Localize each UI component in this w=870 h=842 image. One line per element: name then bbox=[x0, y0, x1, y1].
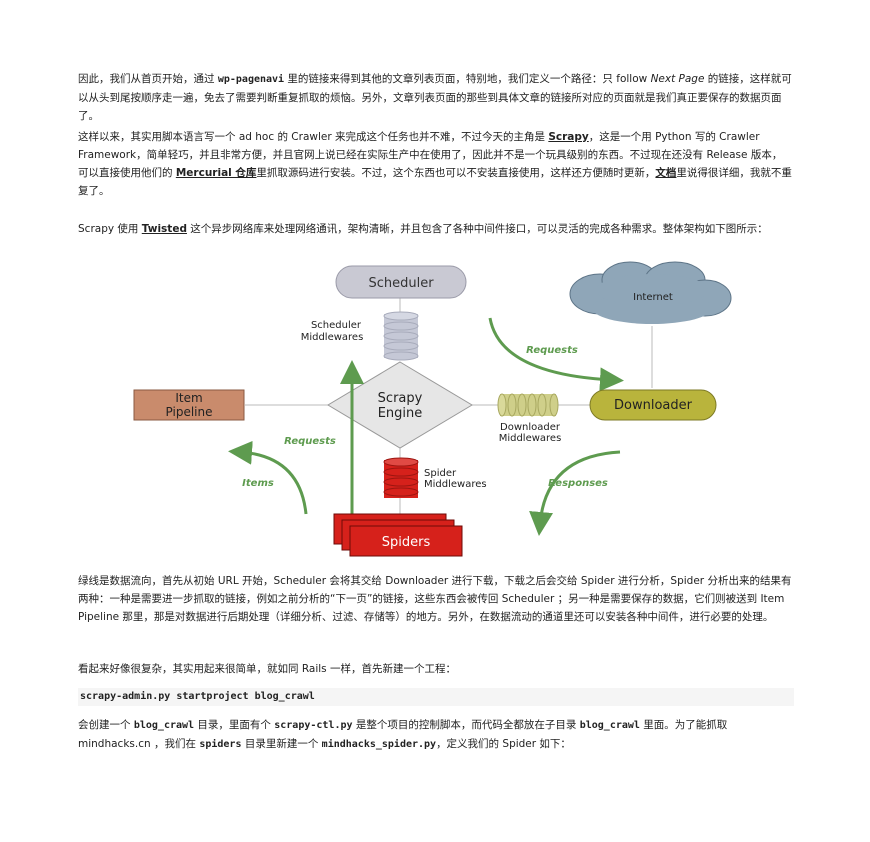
emphasis: Next Page bbox=[650, 73, 705, 85]
text: 这个异步网络库来处理网络通讯，架构清晰，并且包含了各种中间件接口，可以灵活的完成… bbox=[186, 223, 768, 235]
paragraph-project-structure: 会创建一个 blog_crawl 目录，里面有个 scrapy-ctl.py 是… bbox=[78, 716, 792, 754]
spider-mw-label: Middlewares bbox=[424, 479, 487, 490]
item-pipeline-node bbox=[133, 389, 245, 421]
text: 里抓取源码进行安装。不过，这个东西也可以不安装直接使用，这样还方便随时更新， bbox=[256, 167, 656, 179]
code-block: scrapy-admin.py startproject blog_crawl bbox=[78, 688, 794, 706]
scheduler-mw-label: Middlewares bbox=[301, 332, 364, 343]
engine-label: Engine bbox=[378, 406, 423, 421]
spider-middleware-stack bbox=[383, 457, 419, 498]
paragraph-twisted: Scrapy 使用 Twisted 这个异步网络库来处理网络通讯，架构清晰，并且… bbox=[78, 220, 792, 238]
text: 这样以来，其实用脚本语言写一个 ad hoc 的 Crawler 来完成这个任务… bbox=[78, 131, 549, 143]
scheduler-label: Scheduler bbox=[368, 276, 434, 291]
scrapy-link[interactable]: Scrapy bbox=[548, 131, 589, 143]
spiders-label: Spiders bbox=[382, 535, 431, 550]
mercurial-link[interactable]: Mercurial 仓库 bbox=[175, 167, 257, 179]
text: 里的链接来得到其他的文章列表页面，特别地，我们定义一个路径：只 follow bbox=[284, 73, 651, 85]
text: ，定义我们的 Spider 如下： bbox=[436, 738, 571, 750]
downloader-mw-label: Middlewares bbox=[499, 433, 562, 444]
text: Scrapy 使用 bbox=[78, 223, 142, 235]
responses-arrow bbox=[529, 450, 621, 536]
inline-code: wp-pagenavi bbox=[217, 74, 285, 85]
downloader-label: Downloader bbox=[614, 398, 693, 413]
text: 目录里新建一个 bbox=[241, 738, 322, 750]
responses-label: Responses bbox=[548, 478, 608, 489]
text: ，这是一个用 Python 写的 Crawler Framework，简单轻巧，… bbox=[78, 131, 783, 179]
scheduler-middleware-stack bbox=[383, 311, 419, 361]
internet-label: Internet bbox=[633, 292, 673, 303]
text: 的链接，这样就可以从头到尾按顺序走一遍，免去了需要判断重复抓取的烦恼。另外，文章… bbox=[78, 73, 792, 122]
downloader-mw-label: Downloader bbox=[500, 422, 561, 433]
downloader-middleware-stack bbox=[497, 393, 559, 417]
text: 目录，里面有个 bbox=[194, 719, 275, 731]
inline-code: scrapy-ctl.py bbox=[274, 720, 353, 731]
requests-left-label: Requests bbox=[284, 436, 336, 447]
item-pipeline-label: Item bbox=[175, 391, 202, 405]
spider-mw-label: Spider bbox=[424, 468, 457, 479]
paragraph-scrapy-intro: 这样以来，其实用脚本语言写一个 ad hoc 的 Crawler 来完成这个任务… bbox=[78, 128, 792, 200]
paragraph-dataflow: 绿线是数据流向，首先从初始 URL 开始，Scheduler 会将其交给 Dow… bbox=[78, 575, 792, 623]
item-pipeline-label: Pipeline bbox=[166, 405, 213, 419]
inline-code: blog_crawl bbox=[579, 720, 640, 731]
inline-code: spiders bbox=[199, 739, 242, 750]
twisted-link[interactable]: Twisted bbox=[141, 223, 187, 235]
docs-link[interactable]: 文档 bbox=[655, 167, 677, 179]
text: 因此，我们从首页开始，通过 bbox=[78, 73, 218, 85]
requests-arrow bbox=[488, 317, 624, 392]
text: 里面。为了能抓取 mindhacks.cn ，我们在 bbox=[78, 719, 728, 750]
inline-code: mindhacks_spider.py bbox=[321, 739, 437, 750]
text: 是整个项目的控制脚本，而代码全都放在子目录 bbox=[352, 719, 580, 731]
requests-top-label: Requests bbox=[526, 345, 578, 356]
scheduler-node bbox=[335, 265, 467, 299]
items-label: Items bbox=[242, 478, 274, 489]
internet-cloud-icon bbox=[569, 261, 732, 324]
downloader-node bbox=[589, 389, 717, 421]
text: 里说得很详细，我就不重复了。 bbox=[78, 167, 792, 197]
architecture-diagram: Scheduler Internet Scheduler Middlewares… bbox=[133, 261, 732, 557]
items-arrow bbox=[228, 440, 308, 515]
paragraph-intro: 因此，我们从首页开始，通过 wp-pagenavi 里的链接来得到其他的文章列表… bbox=[78, 70, 792, 125]
inline-code: blog_crawl bbox=[133, 720, 195, 731]
engine-label: Scrapy bbox=[378, 391, 423, 406]
text: 会创建一个 bbox=[78, 719, 134, 731]
spiders-node bbox=[333, 513, 463, 557]
paragraph-getting-started: 看起来好像很复杂，其实用起来很简单，就如同 Rails 一样，首先新建一个工程： bbox=[78, 663, 456, 675]
scheduler-mw-label: Scheduler bbox=[311, 320, 362, 331]
